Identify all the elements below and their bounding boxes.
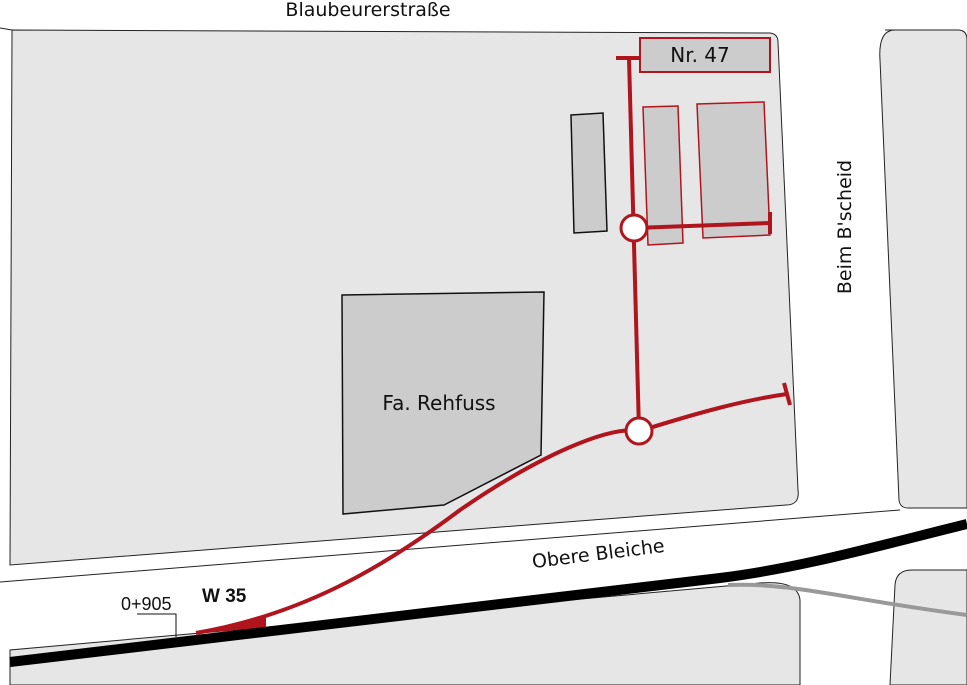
block-east	[879, 29, 967, 509]
siding-vertical	[627, 57, 641, 432]
building-label-nr: Nr. 47	[670, 43, 730, 67]
siding-curve	[195, 392, 788, 635]
building-rehfuss	[341, 291, 545, 515]
junction-node-upper	[619, 213, 649, 243]
buffer-stop-curve	[782, 382, 792, 406]
siding-spur-east	[633, 221, 771, 230]
chainage-leader	[137, 613, 177, 637]
main-track	[9, 519, 967, 667]
block-south-east	[889, 569, 967, 685]
building-shed	[570, 112, 608, 234]
junction-node-lower	[624, 416, 654, 446]
street-label-north: Blaubeurerstraße	[285, 0, 450, 21]
building-label-rehfuss: Fa. Rehfuss	[382, 391, 495, 415]
street-label-south: Obere Bleiche	[531, 535, 666, 573]
secondary-track	[727, 582, 967, 617]
street-edge-north	[0, 27, 13, 31]
chainage-label: 0+905	[121, 594, 172, 614]
street-edge-south	[0, 509, 901, 583]
building-hall-narrow	[642, 105, 684, 246]
switch-label: W 35	[202, 586, 247, 607]
building-nr-47	[639, 37, 771, 73]
building-hall-wide	[696, 101, 771, 239]
street-label-east: Beim B'scheid	[834, 160, 856, 294]
